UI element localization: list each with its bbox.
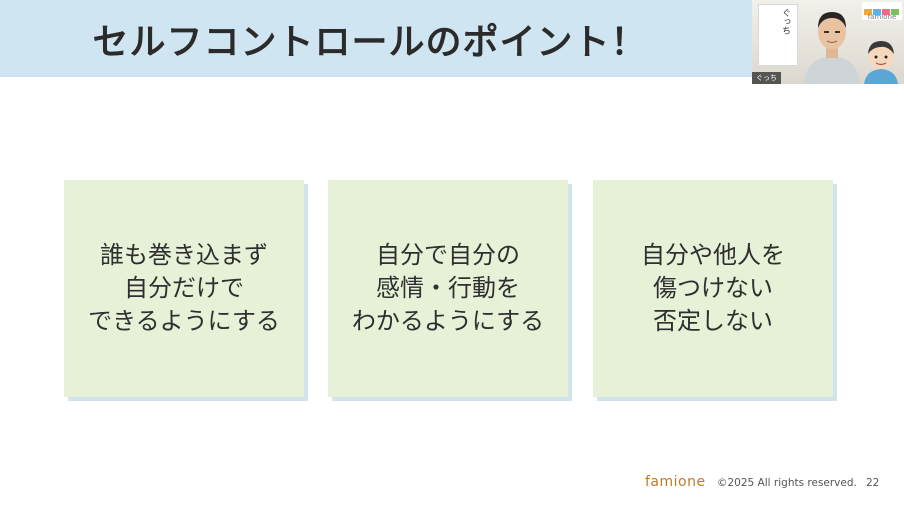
participant-name-tag: ぐっち [752,72,781,84]
card-line: 傷つけない [653,274,773,302]
card-line: 自分だけで [123,274,244,302]
card-line: 自分や他人を [641,241,785,269]
cartoon-character-image [864,41,898,84]
footer-copyright: ©2025 All rights reserved. [717,477,857,489]
footer-brand-logo: famione [645,474,706,490]
video-poster [758,4,798,66]
point-card-1: 誰も巻き込まず 自分だけで できるようにする [64,180,304,397]
participant-person-image [804,12,860,84]
card-line: 感情・行動を [376,274,520,302]
video-poster-text: ぐっち [780,8,790,35]
point-card-1-text: 誰も巻き込まず 自分だけで できるようにする [88,239,280,338]
card-line: わかるようにする [351,307,545,335]
participant-video[interactable]: ぐっち famione [752,0,904,84]
famione-logo-image [862,2,902,20]
point-card-3: 自分や他人を 傷つけない 否定しない [593,180,833,397]
card-line: できるようにする [88,307,280,335]
video-logo-text: famione [867,13,897,21]
point-card-2: 自分で自分の 感情・行動を わかるようにする [328,180,568,397]
page-number: 22 [866,477,880,489]
point-card-2-text: 自分で自分の 感情・行動を わかるようにする [352,239,544,338]
point-card-3-text: 自分や他人を 傷つけない 否定しない [641,239,785,338]
card-line: 誰も巻き込まず [99,241,268,269]
card-line: 否定しない [653,307,773,335]
card-line: 自分で自分の [376,241,520,269]
slide-title: セルフコントロールのポイント！ [92,21,648,63]
